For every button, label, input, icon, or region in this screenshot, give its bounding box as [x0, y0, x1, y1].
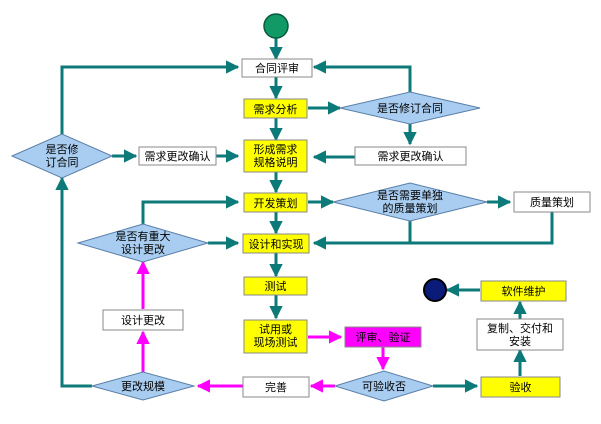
review-verify-label: 评审、验证: [356, 330, 411, 344]
contract-review-box: 合同评审: [241, 58, 313, 78]
major-design-change-question-line2: 设计更改: [121, 242, 165, 256]
trial-field-test-line1: 试用或: [259, 323, 292, 336]
review-verify-box: 评审、验证: [344, 326, 422, 348]
improve-box: 完善: [242, 376, 310, 398]
scale-change-diamond: 更改规模: [90, 371, 196, 401]
software-maintenance-label: 软件维护: [502, 284, 546, 298]
quality-planning-question-line2: 的质量策划: [383, 201, 438, 215]
quality-plan-label: 质量策划: [530, 195, 574, 209]
major-design-change-question-line1: 是否有重大: [116, 229, 171, 243]
acceptance-label: 验收: [510, 380, 532, 394]
modify-contract-question-right: 是否修订合同: [339, 91, 481, 125]
req-change-confirm-left-box: 需求更改确认: [138, 146, 217, 166]
copy-deliver-install-line2: 安装: [509, 334, 531, 348]
modify-contract-question-left-line1: 是否修: [46, 142, 79, 156]
req-change-confirm-right-label: 需求更改确认: [378, 149, 444, 163]
spec-label-line2: 规格说明: [254, 155, 298, 169]
scale-change-label: 更改规模: [121, 379, 165, 393]
acceptable-question-label: 可验收否: [362, 379, 406, 393]
test-box: 测试: [243, 276, 308, 296]
acceptable-question: 可验收否: [333, 370, 435, 402]
modify-contract-question-right-label: 是否修订合同: [377, 101, 443, 115]
edge-quality-plan-to-design: [312, 212, 554, 250]
modify-contract-question-left-line2: 订合同: [46, 155, 79, 169]
edge-scale-change-to-left-question: [55, 176, 92, 388]
edge-contract-question-to-contract-review: [312, 60, 412, 92]
dev-plan-box: 开发策划: [243, 192, 308, 213]
req-analysis-label: 需求分析: [254, 102, 298, 116]
req-analysis-box: 需求分析: [243, 98, 308, 119]
connectors: [55, 38, 554, 393]
test-label: 测试: [265, 280, 287, 293]
quality-planning-question-line1: 是否需要单独: [377, 189, 443, 202]
start-node: [263, 13, 289, 39]
modify-contract-question-left: 是否修 订合同: [10, 133, 114, 179]
req-change-confirm-right-box: 需求更改确认: [354, 146, 467, 166]
improve-label: 完善: [265, 380, 287, 394]
design-change-label: 设计更改: [121, 313, 165, 327]
trial-field-test-box: 试用或 现场测试: [243, 319, 308, 354]
edge-major-change-to-dev-plan: [141, 195, 240, 226]
spec-box: 形成需求 规格说明: [243, 139, 308, 173]
software-maintenance-box: 软件维护: [480, 280, 567, 302]
trial-field-test-line2: 现场测试: [254, 335, 298, 349]
design-impl-box: 设计和实现: [242, 233, 310, 254]
edge-left-question-to-contract-review: [60, 60, 240, 136]
design-impl-label: 设计和实现: [249, 237, 304, 251]
major-design-change-question: 是否有重大 设计更改: [76, 223, 210, 263]
design-change-box: 设计更改: [102, 309, 184, 331]
dev-plan-label: 开发策划: [254, 196, 298, 210]
spec-label-line1: 形成需求: [254, 143, 298, 156]
end-node: [423, 278, 447, 302]
copy-deliver-install-line1: 复制、交付和: [487, 321, 553, 335]
quality-planning-question: 是否需要单独 的质量策划: [332, 182, 488, 222]
copy-deliver-install-box: 复制、交付和 安装: [476, 318, 564, 351]
req-change-confirm-left-label: 需求更改确认: [145, 149, 211, 163]
quality-plan-box: 质量策划: [513, 191, 591, 213]
contract-review-label: 合同评审: [255, 61, 299, 75]
acceptance-box: 验收: [480, 376, 561, 398]
